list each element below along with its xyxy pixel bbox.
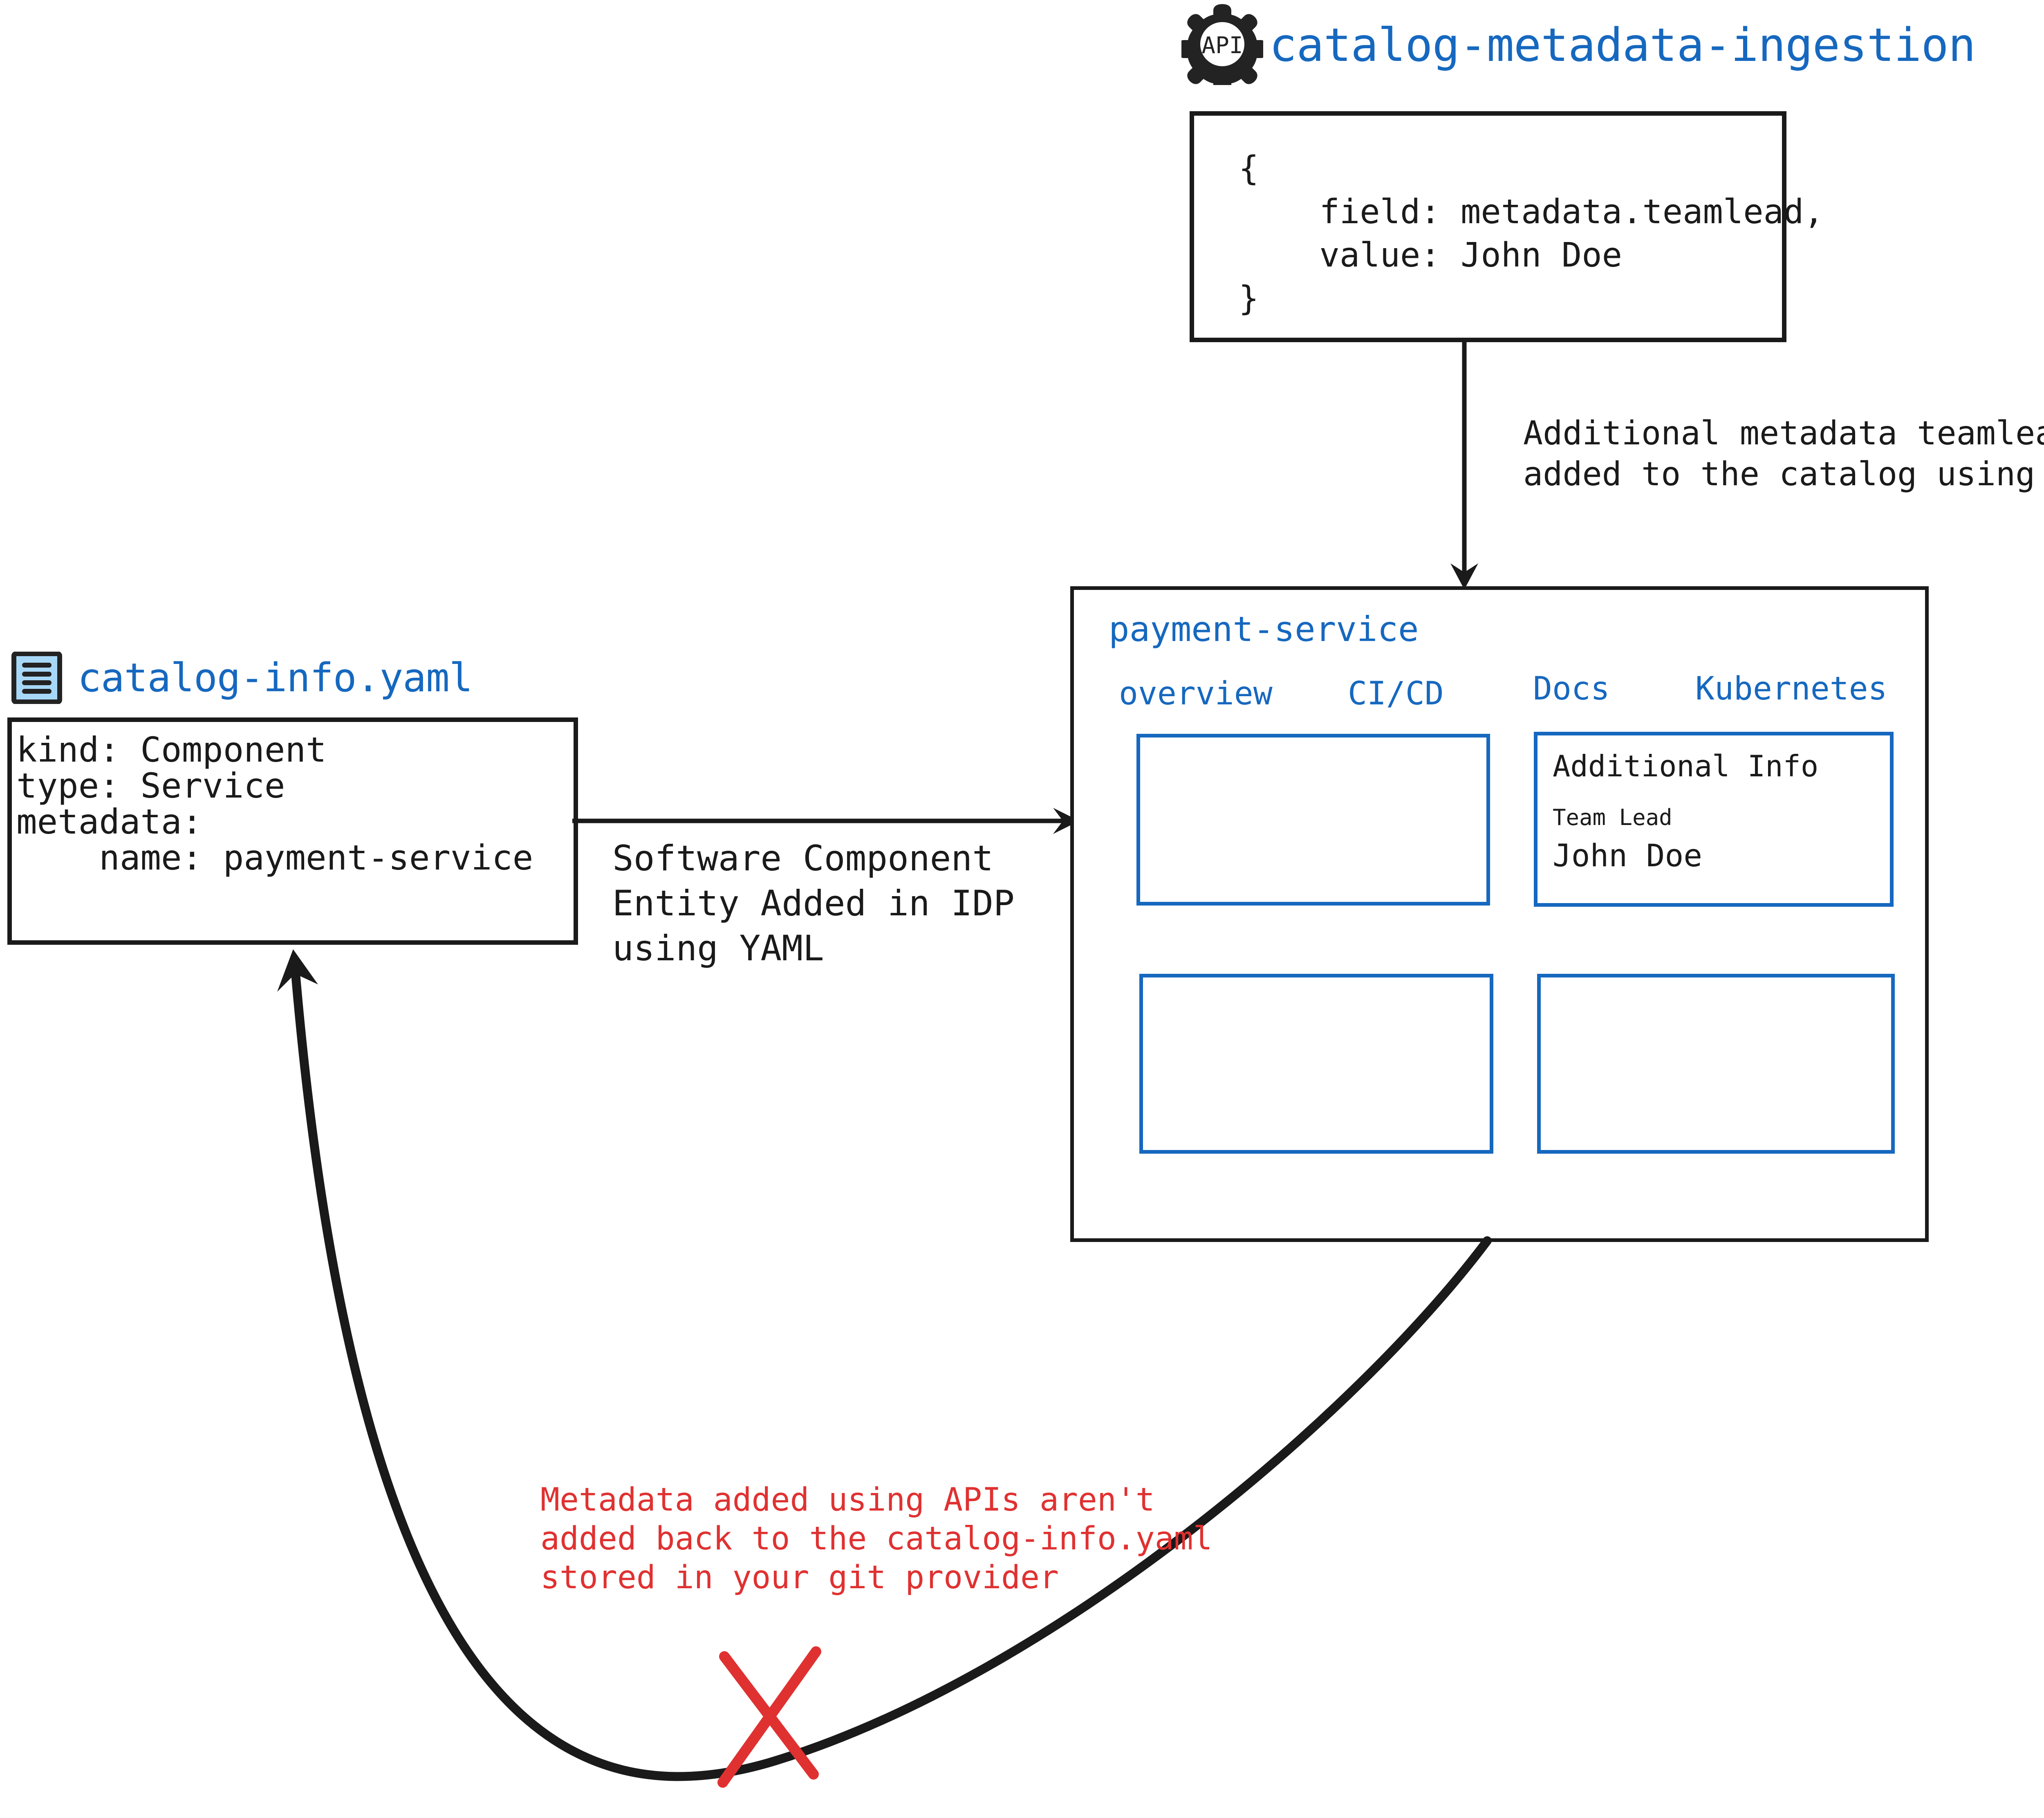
- card-bottom-right: [1537, 974, 1895, 1154]
- yaml-source-box: [7, 717, 578, 945]
- yaml-source-header: catalog-info.yaml: [4, 650, 473, 704]
- api-gear-icon: API: [1177, 3, 1267, 94]
- tab-kubernetes[interactable]: Kubernetes: [1695, 670, 1887, 707]
- tab-docs[interactable]: Docs: [1533, 670, 1610, 707]
- feedback-arrow: [0, 920, 1553, 1799]
- tab-cicd[interactable]: CI/CD: [1348, 675, 1444, 712]
- entity-arrow: [572, 801, 1096, 867]
- service-panel-title: payment-service: [1109, 609, 1419, 649]
- red-cross-icon: [717, 1646, 821, 1788]
- yaml-document-icon: [11, 651, 62, 704]
- entity-arrow-label: Software Component Entity Added in IDP u…: [612, 838, 1015, 969]
- ingest-arrow-label: Additional metadata teamlead added to th…: [1523, 414, 2044, 493]
- card-overview: [1136, 734, 1490, 906]
- team-lead-label: Team Lead: [1553, 805, 1672, 830]
- api-source-title: catalog-metadata-ingestion: [1269, 19, 1976, 72]
- card-additional-info: [1534, 732, 1894, 907]
- card-additional-info-heading: Additional Info: [1553, 749, 1819, 783]
- card-bottom-left: [1139, 974, 1493, 1154]
- api-source-header: API catalog-metadata-ingestion: [1177, 3, 1976, 94]
- team-lead-value: John Doe: [1553, 837, 1703, 874]
- yaml-source-title: catalog-info.yaml: [78, 655, 473, 701]
- api-payload-box: [1190, 111, 1786, 342]
- warning-note: Metadata added using APIs aren't added b…: [540, 1482, 1213, 1596]
- ingest-arrow: [1431, 339, 1676, 593]
- svg-text:API: API: [1201, 32, 1243, 59]
- api-payload-code: { field: metadata.teamlead, value: John …: [1239, 149, 1824, 318]
- yaml-source-code: kind: Component type: Service metadata: …: [16, 730, 533, 878]
- tab-overview[interactable]: overview: [1119, 675, 1273, 712]
